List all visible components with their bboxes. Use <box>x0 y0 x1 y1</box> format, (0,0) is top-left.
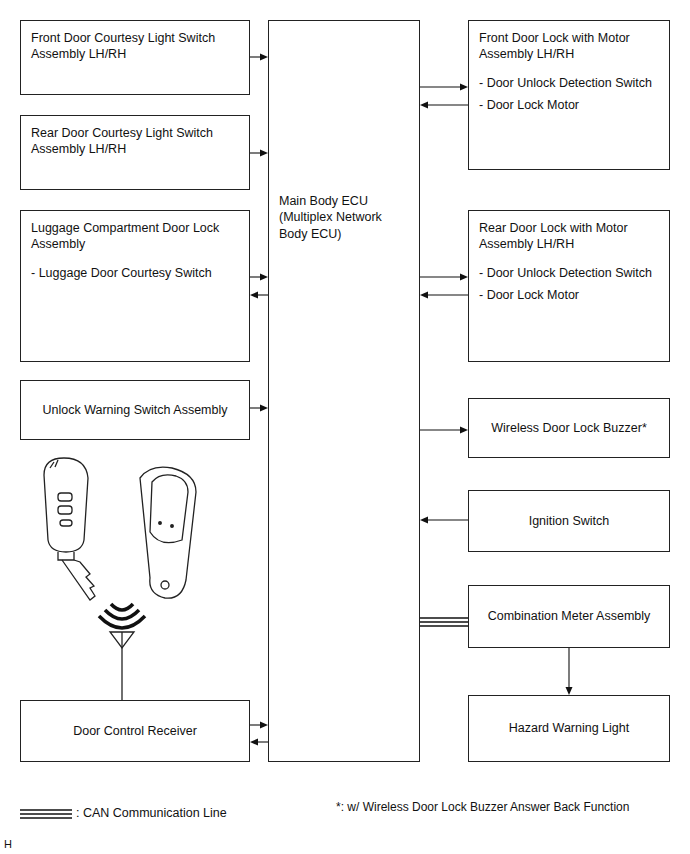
arrowhead <box>250 292 258 299</box>
component-box: Front Door Courtesy Light Switch Assembl… <box>20 20 250 95</box>
arrowhead <box>260 722 268 729</box>
arrow-connector <box>250 150 268 157</box>
ecu-box: Main Body ECU (Multiplex Network Body EC… <box>268 20 420 762</box>
box-title: Rear Door Courtesy Light Switch Assembly… <box>31 125 239 158</box>
arrow-connector <box>250 274 268 281</box>
component-box: Luggage Compartment Door Lock Assembly - … <box>20 210 250 362</box>
arrowhead <box>260 54 268 61</box>
arrowhead <box>420 102 428 109</box>
arrowhead <box>420 517 428 524</box>
component-box: Hazard Warning Light <box>468 695 670 762</box>
box-item: - Door Unlock Detection Switch <box>479 75 659 91</box>
box-title: Ignition Switch <box>529 513 610 529</box>
arrow-connector <box>420 292 468 299</box>
can-line <box>420 618 468 626</box>
arrowhead <box>460 427 468 434</box>
component-box: Rear Door Courtesy Light Switch Assembly… <box>20 115 250 190</box>
footnote: *: w/ Wireless Door Lock Buzzer Answer B… <box>336 800 629 814</box>
arrow-connector <box>420 517 468 524</box>
box-title: Wireless Door Lock Buzzer* <box>491 420 647 436</box>
arrowhead <box>260 405 268 412</box>
box-item: - Luggage Door Courtesy Switch <box>31 265 239 281</box>
arrow-connector <box>420 274 468 281</box>
box-title: Front Door Courtesy Light Switch Assembl… <box>31 30 239 63</box>
key-fobs <box>44 458 196 600</box>
box-title: Front Door Lock with Motor Assembly LH/R… <box>479 30 659 63</box>
arrowhead <box>460 274 468 281</box>
arrow-connector <box>420 102 468 109</box>
arrowhead <box>260 150 268 157</box>
box-title: Door Control Receiver <box>73 723 197 739</box>
arrowhead <box>420 292 428 299</box>
arrow-connector <box>250 54 268 61</box>
arrow-connector <box>420 427 468 434</box>
component-box: Wireless Door Lock Buzzer* <box>468 398 670 458</box>
arrow-connector <box>420 84 468 91</box>
arrow-connector <box>250 739 268 746</box>
arrowhead <box>260 274 268 281</box>
legend-sample <box>20 810 72 818</box>
arrowhead <box>566 687 573 695</box>
box-title: Unlock Warning Switch Assembly <box>42 402 227 418</box>
box-title: Combination Meter Assembly <box>488 608 651 624</box>
component-box: Door Control Receiver <box>20 700 250 762</box>
arrow-connector <box>566 648 573 695</box>
box-title: Hazard Warning Light <box>509 720 629 736</box>
box-item: - Door Lock Motor <box>479 97 659 113</box>
component-box: Rear Door Lock with Motor Assembly LH/RH… <box>468 210 670 362</box>
component-box: Combination Meter Assembly <box>468 585 670 648</box>
antenna <box>110 632 134 700</box>
arrow-connector <box>250 722 268 729</box>
component-box: Unlock Warning Switch Assembly <box>20 380 250 440</box>
arrow-connector <box>250 292 268 299</box>
box-title: Main Body ECU (Multiplex Network Body EC… <box>279 193 409 242</box>
arrow-connector <box>250 405 268 412</box>
arrowhead <box>460 84 468 91</box>
box-item: - Door Lock Motor <box>479 287 659 303</box>
figure-code: H <box>4 838 12 850</box>
component-box: Front Door Lock with Motor Assembly LH/R… <box>468 20 670 170</box>
box-title: Luggage Compartment Door Lock Assembly <box>31 220 239 253</box>
arrowhead <box>250 739 258 746</box>
box-item: - Door Unlock Detection Switch <box>479 265 659 281</box>
legend-text: : CAN Communication Line <box>76 806 227 820</box>
box-title: Rear Door Lock with Motor Assembly LH/RH <box>479 220 659 253</box>
signal-waves <box>99 604 145 628</box>
component-box: Ignition Switch <box>468 490 670 552</box>
